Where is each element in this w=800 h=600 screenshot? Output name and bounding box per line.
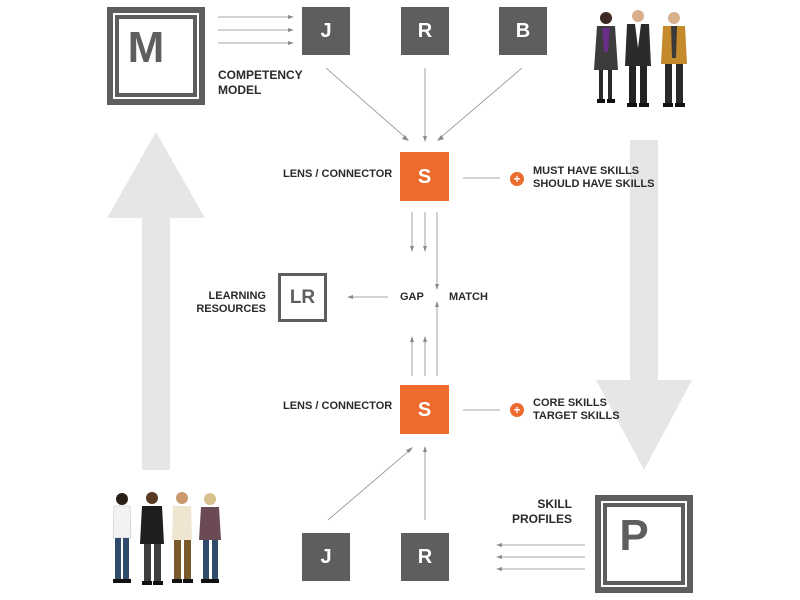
arrowhead-s-down-2 <box>423 246 427 252</box>
gap-label: GAP <box>400 291 424 303</box>
j-to-s-line <box>325 67 407 139</box>
arrowhead-p-r-2 <box>496 555 502 559</box>
competency-model-label: COMPETENCY MODEL <box>218 68 303 97</box>
learning-resources-label: LEARNING RESOURCES <box>196 290 266 315</box>
arrowhead-p-r-1 <box>496 543 502 547</box>
arrowhead-s-up-1 <box>410 336 414 342</box>
arrowhead-s-up-3 <box>435 301 439 307</box>
b-tile-top: B <box>499 7 547 55</box>
casual-people-group-icon <box>112 492 221 585</box>
match-label: MATCH <box>449 291 488 303</box>
skill-profiles-letter: P <box>619 511 649 560</box>
arrowhead-gap-lr <box>347 295 353 299</box>
big-down-arrow <box>596 140 692 470</box>
arrowhead-m-j-1 <box>288 15 294 19</box>
skill-profiles-label: SKILL PROFILES <box>511 497 572 526</box>
skill-profiles-tile: P <box>595 495 693 593</box>
competency-model-tile: M <box>107 7 205 105</box>
arrowhead-p-r-3 <box>496 567 502 571</box>
skills-lens-tile-top: S <box>400 152 449 201</box>
core-target-skills-label: CORE SKILLS TARGET SKILLS <box>533 397 620 422</box>
arrowhead-s-down-3 <box>435 284 439 290</box>
must-should-skills-label: MUST HAVE SKILLS SHOULD HAVE SKILLS <box>533 165 655 190</box>
j-bottom-to-s-line <box>327 449 411 521</box>
job-tile-bottom: J <box>302 533 350 581</box>
arrowhead-j-s <box>402 135 409 141</box>
arrowhead-j-bottom-s <box>406 447 413 453</box>
plus-icon-bottom: + <box>510 403 524 417</box>
business-people-group-icon <box>594 10 687 107</box>
learning-resources-letters: LR <box>289 286 316 308</box>
lens-connector-label-top: LENS / CONNECTOR <box>283 168 393 180</box>
job-tile-top: J <box>302 7 350 55</box>
skills-lens-tile-bottom: S <box>400 385 449 434</box>
arrowhead-m-j-2 <box>288 28 294 32</box>
role-tile-top: R <box>401 7 449 55</box>
b-to-s-line <box>439 67 523 139</box>
competency-model-letter: M <box>127 23 165 72</box>
arrowhead-m-j-3 <box>288 41 294 45</box>
arrowhead-r-s <box>423 136 427 142</box>
lens-connector-label-bottom: LENS / CONNECTOR <box>283 400 393 412</box>
arrowhead-s-up-2 <box>423 336 427 342</box>
plus-icon-top: + <box>510 172 524 186</box>
big-up-arrow <box>107 132 205 470</box>
role-tile-bottom: R <box>401 533 449 581</box>
arrowhead-s-down-1 <box>410 246 414 252</box>
learning-resources-tile: LR <box>278 273 327 322</box>
arrowhead-b-s <box>437 135 444 141</box>
arrowhead-r-bottom-s <box>423 446 427 452</box>
